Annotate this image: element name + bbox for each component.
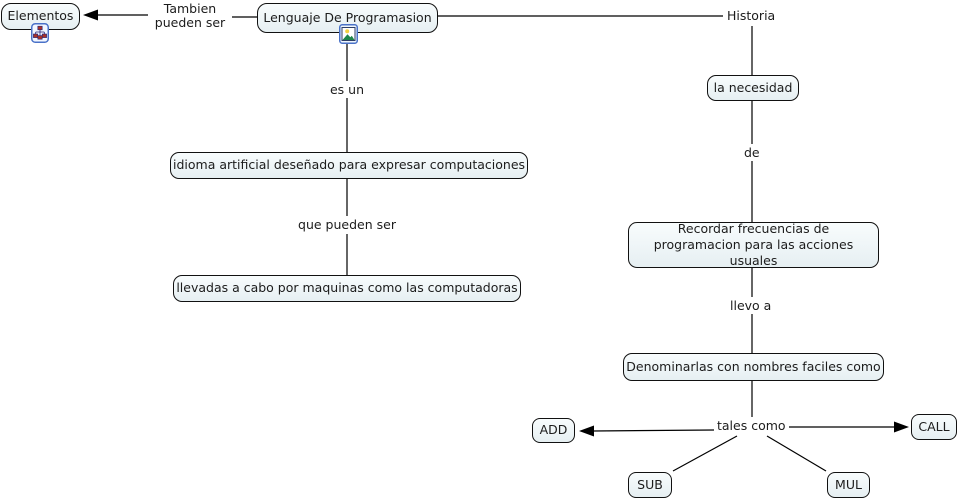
concept-map-resource-icon[interactable] [31, 23, 49, 43]
concept-lenguaje-label: Lenguaje De Programasion [263, 9, 432, 25]
concept-denominarlas[interactable]: Denominarlas con nombres faciles como [623, 353, 884, 381]
concept-idioma-artificial[interactable]: idioma artificial deseñado para expresar… [170, 152, 528, 179]
linking-phrase-es-un[interactable]: es un [322, 82, 372, 98]
linking-phrase-de[interactable]: de [744, 145, 760, 161]
concept-mul-label: MUL [835, 476, 862, 492]
linking-phrase-llevo-a[interactable]: llevo a [730, 298, 772, 314]
linking-phrase-historia[interactable]: Historia [727, 8, 776, 24]
linking-phrase-tambien-pueden-ser[interactable]: Tambien pueden ser [148, 1, 232, 31]
concept-elementos-label: Elementos [7, 8, 74, 24]
linking-phrase-que-pueden-ser[interactable]: que pueden ser [297, 217, 397, 233]
concept-recordar-label: Recordar frecuencias de programacion par… [653, 220, 854, 269]
concept-sub-label: SUB [637, 476, 663, 492]
concept-idioma-label: idioma artificial deseñado para expresar… [172, 157, 526, 173]
concept-add[interactable]: ADD [532, 418, 575, 443]
concept-denominarlas-label: Denominarlas con nombres faciles como [626, 358, 881, 374]
image-resource-icon[interactable] [339, 24, 358, 44]
concept-necesidad-label: la necesidad [713, 79, 793, 95]
concept-call-label: CALL [918, 418, 950, 434]
concept-llevadas-label: llevadas a cabo por maquinas como las co… [176, 280, 518, 296]
concept-la-necesidad[interactable]: la necesidad [707, 75, 799, 101]
concept-call[interactable]: CALL [911, 414, 957, 440]
concept-add-label: ADD [539, 422, 568, 438]
concept-llevadas-a-cabo[interactable]: llevadas a cabo por maquinas como las co… [173, 275, 521, 302]
concept-mul[interactable]: MUL [827, 472, 870, 498]
concept-sub[interactable]: SUB [628, 472, 672, 498]
concept-recordar-frecuencias[interactable]: Recordar frecuencias de programacion par… [628, 220, 879, 269]
linking-phrase-tales-como[interactable]: tales como [717, 418, 786, 434]
concept-lenguaje-de-programasion[interactable]: Lenguaje De Programasion [257, 3, 438, 33]
